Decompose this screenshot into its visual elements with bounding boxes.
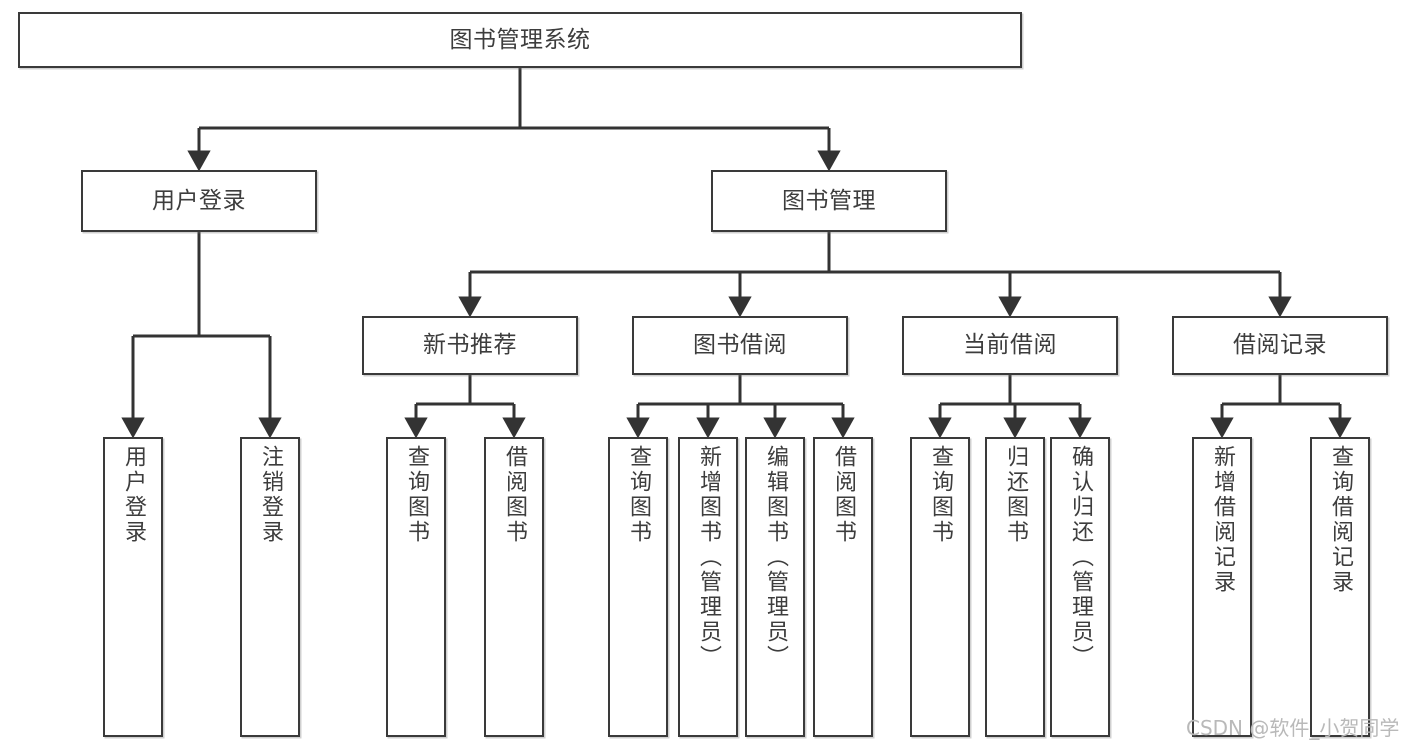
node-book-manage-label: 图书管理	[782, 187, 876, 214]
leaf-add-borrow-record-label: 新增借阅记录	[1210, 445, 1235, 595]
leaf-cur-query-book-label: 查询图书	[928, 445, 953, 545]
leaf-return-book[interactable]: 归还图书	[985, 437, 1045, 737]
leaf-query-borrow-record-label: 查询借阅记录	[1328, 445, 1353, 595]
edge-currentborrow-to-leaves	[928, 375, 1092, 439]
edge-userlogin-to-leaves	[121, 232, 282, 439]
node-user-login[interactable]: 用户登录	[81, 170, 317, 232]
node-borrow-record-label: 借阅记录	[1233, 332, 1327, 359]
node-new-book-rec[interactable]: 新书推荐	[362, 316, 578, 375]
node-book-manage[interactable]: 图书管理	[711, 170, 947, 232]
leaf-cur-query-book[interactable]: 查询图书	[910, 437, 970, 737]
leaf-query-borrow-record[interactable]: 查询借阅记录	[1310, 437, 1370, 737]
leaf-confirm-return-admin[interactable]: 确认归还（管理员）	[1050, 437, 1110, 737]
leaf-edit-book-admin-label: 编辑图书（管理员）	[763, 445, 788, 670]
leaf-return-book-label: 归还图书	[1003, 445, 1028, 545]
edge-root-to-level2	[187, 68, 841, 172]
leaf-borrow-book-label: 借阅图书	[831, 445, 856, 545]
leaf-confirm-return-admin-label: 确认归还（管理员）	[1068, 445, 1093, 670]
leaf-rec-query-book[interactable]: 查询图书	[386, 437, 446, 737]
edge-borrowrecord-to-leaves	[1210, 375, 1352, 439]
leaf-user-login[interactable]: 用户登录	[103, 437, 163, 737]
node-root[interactable]: 图书管理系统	[18, 12, 1022, 68]
leaf-user-login-label: 用户登录	[121, 445, 146, 545]
node-current-borrow-label: 当前借阅	[963, 332, 1057, 359]
node-borrow-record[interactable]: 借阅记录	[1172, 316, 1388, 375]
node-user-login-label: 用户登录	[152, 187, 246, 214]
watermark: CSDN @软件_小贺同学	[1186, 716, 1400, 740]
leaf-user-logout[interactable]: 注销登录	[240, 437, 300, 737]
leaf-rec-borrow-book-label: 借阅图书	[502, 445, 527, 545]
edge-newbookrec-to-leaves	[404, 375, 526, 439]
node-root-label: 图书管理系统	[449, 26, 591, 53]
leaf-borrow-book[interactable]: 借阅图书	[813, 437, 873, 737]
edge-bookmanage-to-level3	[458, 232, 1292, 318]
node-book-borrow-label: 图书借阅	[693, 332, 787, 359]
leaf-rec-borrow-book[interactable]: 借阅图书	[484, 437, 544, 737]
leaf-add-book-admin[interactable]: 新增图书（管理员）	[678, 437, 738, 737]
leaf-add-book-admin-label: 新增图书（管理员）	[696, 445, 721, 670]
leaf-borrow-query-book-label: 查询图书	[626, 445, 651, 545]
node-current-borrow[interactable]: 当前借阅	[902, 316, 1118, 375]
edge-bookborrow-to-leaves	[626, 375, 855, 439]
leaf-borrow-query-book[interactable]: 查询图书	[608, 437, 668, 737]
node-new-book-rec-label: 新书推荐	[423, 332, 517, 359]
leaf-edit-book-admin[interactable]: 编辑图书（管理员）	[745, 437, 805, 737]
leaf-user-logout-label: 注销登录	[258, 445, 283, 545]
leaf-add-borrow-record[interactable]: 新增借阅记录	[1192, 437, 1252, 737]
node-book-borrow[interactable]: 图书借阅	[632, 316, 848, 375]
leaf-rec-query-book-label: 查询图书	[404, 445, 429, 545]
